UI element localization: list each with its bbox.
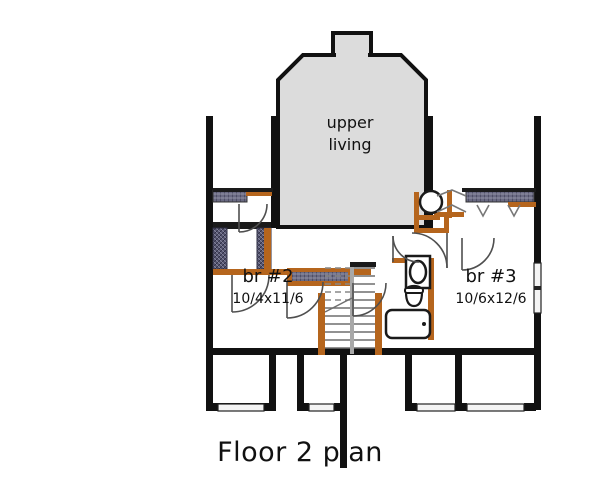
wall-left-closet-top bbox=[213, 222, 271, 228]
wall-rcloset-shelf bbox=[414, 215, 440, 220]
marker-v-1 bbox=[476, 204, 490, 218]
wall-rcloset-bottom bbox=[414, 228, 448, 233]
door-arc-upper-left bbox=[238, 203, 268, 233]
wall-rcloset-right bbox=[444, 215, 449, 233]
wall-mid-left-side bbox=[297, 348, 304, 410]
wall-living-left bbox=[271, 116, 278, 228]
wall-left-top-cap bbox=[206, 116, 213, 122]
wall-right-bay-right bbox=[534, 348, 541, 410]
wall-left-bay-side bbox=[206, 348, 213, 410]
window-right-bay bbox=[466, 403, 525, 412]
wall-nib-5 bbox=[405, 403, 417, 411]
wall-mid-left-top bbox=[276, 348, 342, 355]
door-arc-hall-closet bbox=[352, 282, 387, 317]
right-hatch-top bbox=[462, 188, 536, 192]
staircase bbox=[324, 262, 376, 354]
bathtub-icon bbox=[384, 308, 432, 340]
left-hatch-top bbox=[213, 188, 273, 192]
chimney-outline bbox=[331, 31, 373, 57]
marker-angle-1 bbox=[436, 189, 467, 197]
window-mid-left bbox=[308, 403, 335, 412]
wall-left-bay-right bbox=[269, 348, 276, 410]
wall-nib-1 bbox=[206, 403, 218, 411]
wall-left-closet-side bbox=[264, 228, 271, 275]
wall-right-bay-top bbox=[455, 348, 535, 355]
door-arc-rcloset bbox=[411, 232, 448, 269]
wall-nib-2 bbox=[264, 403, 276, 411]
door-arc-bath bbox=[392, 235, 420, 263]
toilet-tank-icon bbox=[404, 287, 424, 294]
window-right-mullion bbox=[534, 286, 541, 290]
br3-name-label: br #3 bbox=[465, 266, 516, 287]
wall-left-hall bbox=[213, 269, 246, 275]
wall-stair-left bbox=[318, 293, 325, 355]
wall-bath-right bbox=[428, 258, 434, 340]
wall-mid-right-side bbox=[405, 348, 412, 410]
wall-right-bay-stub bbox=[412, 348, 457, 355]
page-title: Floor 2 plan bbox=[217, 437, 383, 468]
tub-drain-icon bbox=[422, 322, 426, 326]
upper-living-label-line1: upper bbox=[327, 113, 374, 132]
wall-right-bay-left bbox=[455, 348, 462, 410]
wall-living-right bbox=[426, 116, 433, 228]
wall-rhall-post bbox=[447, 190, 452, 218]
marker-v-2 bbox=[507, 204, 521, 218]
door-arc-br3 bbox=[461, 237, 495, 271]
stair-center-rail bbox=[350, 264, 354, 354]
hall-closet-frame-top bbox=[287, 268, 353, 272]
hall-closet-frame-bottom bbox=[287, 281, 353, 286]
door-arc-left-closet bbox=[231, 274, 270, 313]
chimney-seam-cover bbox=[336, 52, 368, 58]
closet-hatch-left bbox=[212, 227, 228, 270]
br2-name-label: br #2 bbox=[242, 266, 293, 287]
room-labels: upper living br #2 10/4x11/6 br #3 10/6x… bbox=[232, 113, 526, 307]
stair-walk-line bbox=[324, 297, 353, 313]
door-arc-br2 bbox=[286, 281, 324, 319]
doors bbox=[231, 189, 521, 319]
windows bbox=[217, 262, 542, 412]
stair-rail-cap bbox=[350, 262, 376, 267]
window-left-bay bbox=[217, 403, 265, 412]
wall-nib-7 bbox=[524, 403, 536, 411]
wall-right-outer bbox=[534, 116, 541, 354]
wall-rcloset-left bbox=[414, 192, 419, 232]
closet-circle-fixture-icon bbox=[418, 189, 444, 215]
br3-dimension-label: 10/6x12/6 bbox=[455, 291, 526, 307]
left-hatch-orange bbox=[246, 190, 272, 196]
hall-closet-frame-left bbox=[287, 268, 292, 286]
wall-nib-4 bbox=[334, 403, 347, 411]
wall-left-closet-top2 bbox=[213, 226, 271, 229]
wall-stair-right bbox=[375, 293, 382, 355]
window-mid-right bbox=[416, 403, 456, 412]
sink-basin-icon bbox=[408, 259, 428, 285]
wall-nib-3 bbox=[297, 403, 309, 411]
wall-nib-6 bbox=[455, 403, 467, 411]
wall-left-bay-top bbox=[206, 348, 276, 355]
interior-walls bbox=[212, 188, 536, 355]
marker-angle-2 bbox=[436, 204, 467, 213]
br2-dimension-label: 10/4x11/6 bbox=[232, 291, 303, 307]
right-hatch-bottom-orange bbox=[508, 202, 536, 207]
wall-rhall-beam bbox=[434, 212, 464, 217]
upper-living-label-line2: living bbox=[328, 135, 371, 154]
wall-left-outer bbox=[206, 116, 213, 354]
